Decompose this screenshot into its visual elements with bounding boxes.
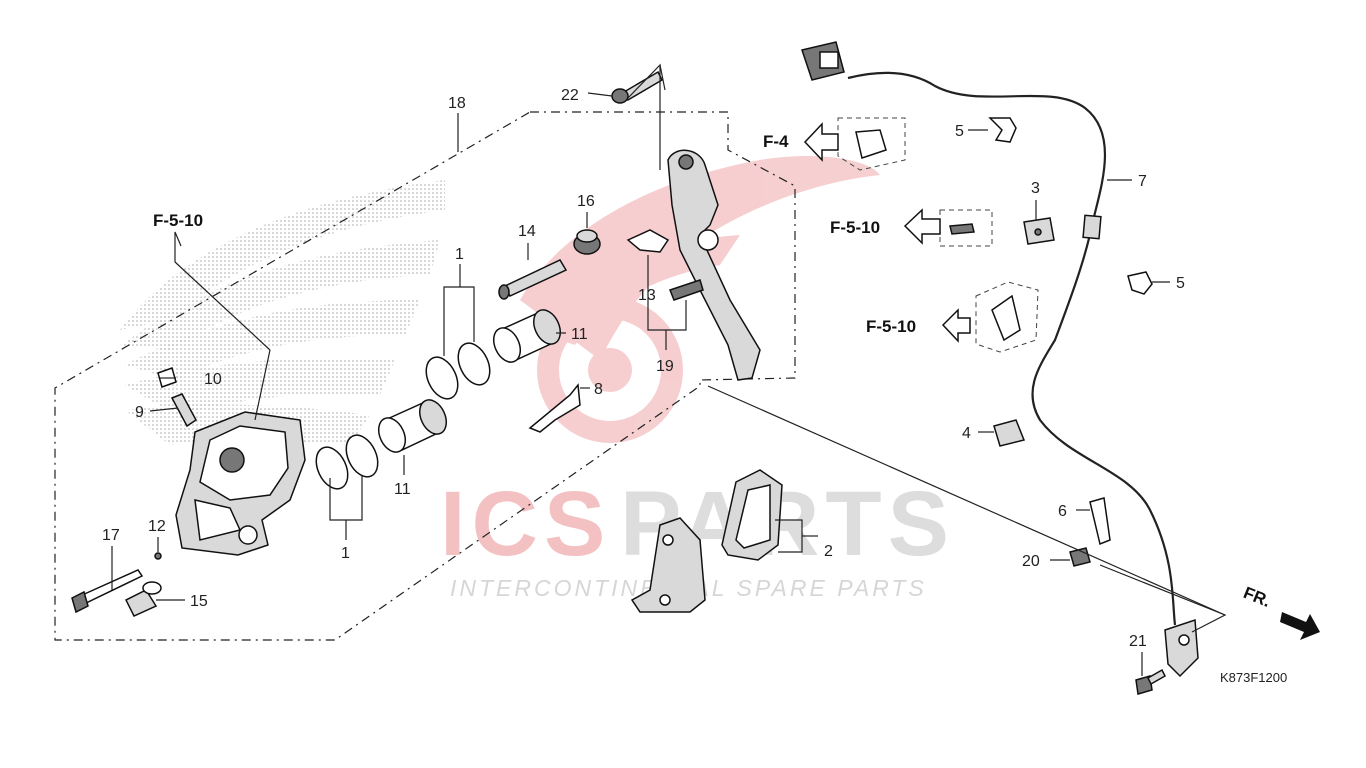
callout-22: 22 (561, 87, 579, 104)
callout-7: 7 (1138, 173, 1147, 190)
callout-12: 12 (148, 518, 166, 535)
slide-pin (498, 259, 568, 300)
grommet-4 (993, 419, 1026, 447)
caliper-group-outline (54, 111, 796, 641)
callout-15: 15 (190, 593, 208, 610)
callout-6: 6 (1058, 503, 1067, 520)
detail-box-f510-low (975, 281, 1039, 353)
callout-9: 9 (135, 404, 144, 421)
callout-5-right: 5 (1176, 275, 1185, 292)
diagram-code: K873F1200 (1220, 670, 1287, 685)
ref-f510-left: F-5-10 (153, 211, 203, 230)
arrow-f510-low (941, 308, 971, 343)
callout-20: 20 (1022, 553, 1040, 570)
front-label: FR. (1241, 583, 1274, 611)
ref-f510-low: F-5-10 (866, 317, 916, 336)
callout-1-upper: 1 (455, 246, 464, 263)
callout-10: 10 (204, 371, 222, 388)
callout-5-top: 5 (955, 123, 964, 140)
piston-seals (315, 342, 491, 490)
wheel-speed-sensor (801, 41, 1199, 678)
callout-14: 14 (518, 223, 536, 240)
bracket-bolt (611, 70, 663, 104)
callout-4: 4 (962, 425, 971, 442)
ref-f4: F-4 (763, 132, 789, 151)
clamp-5-right (1127, 271, 1153, 295)
callout-18: 18 (448, 95, 466, 112)
clip-3 (1023, 217, 1055, 245)
caliper-bracket (667, 149, 761, 381)
arrow-f510-mid (903, 208, 941, 245)
callout-11-upper: 11 (571, 326, 588, 343)
callout-8: 8 (594, 381, 603, 398)
callout-11-lower: 11 (394, 481, 411, 498)
pad-spring (528, 383, 581, 433)
detail-box-f4 (837, 117, 906, 171)
detail-box-f510-mid (939, 209, 993, 247)
watermark-brand-1: ICS (440, 473, 611, 575)
bolt-21 (1135, 668, 1166, 695)
pad-retainer (626, 229, 670, 253)
bleeder-valve (170, 393, 197, 428)
callout-17: 17 (102, 527, 120, 544)
front-arrow-icon (1280, 612, 1320, 640)
small-seal (154, 552, 162, 560)
callout-13: 13 (638, 287, 656, 304)
stay-6 (1089, 497, 1111, 546)
pin-bolt (71, 569, 144, 614)
pistons (377, 309, 562, 453)
callout-1-lower: 1 (341, 545, 350, 562)
callout-3: 3 (1031, 180, 1040, 197)
callout-16: 16 (577, 193, 595, 210)
clamp-5-top (988, 117, 1017, 143)
callout-numbers: 1 1 2 3 4 5 5 6 7 8 9 10 11 11 12 13 14 … (102, 87, 1185, 650)
ref-f510-mid: F-5-10 (830, 218, 880, 237)
caliper-body (175, 411, 306, 556)
callout-2: 2 (824, 543, 833, 560)
slide-pin-boot (573, 229, 601, 255)
arrow-f4 (803, 122, 839, 162)
brake-pads (630, 469, 783, 613)
callout-21: 21 (1129, 633, 1147, 650)
pin-boot (124, 581, 162, 617)
leader-lines (111, 63, 1227, 676)
callout-19: 19 (656, 358, 674, 375)
